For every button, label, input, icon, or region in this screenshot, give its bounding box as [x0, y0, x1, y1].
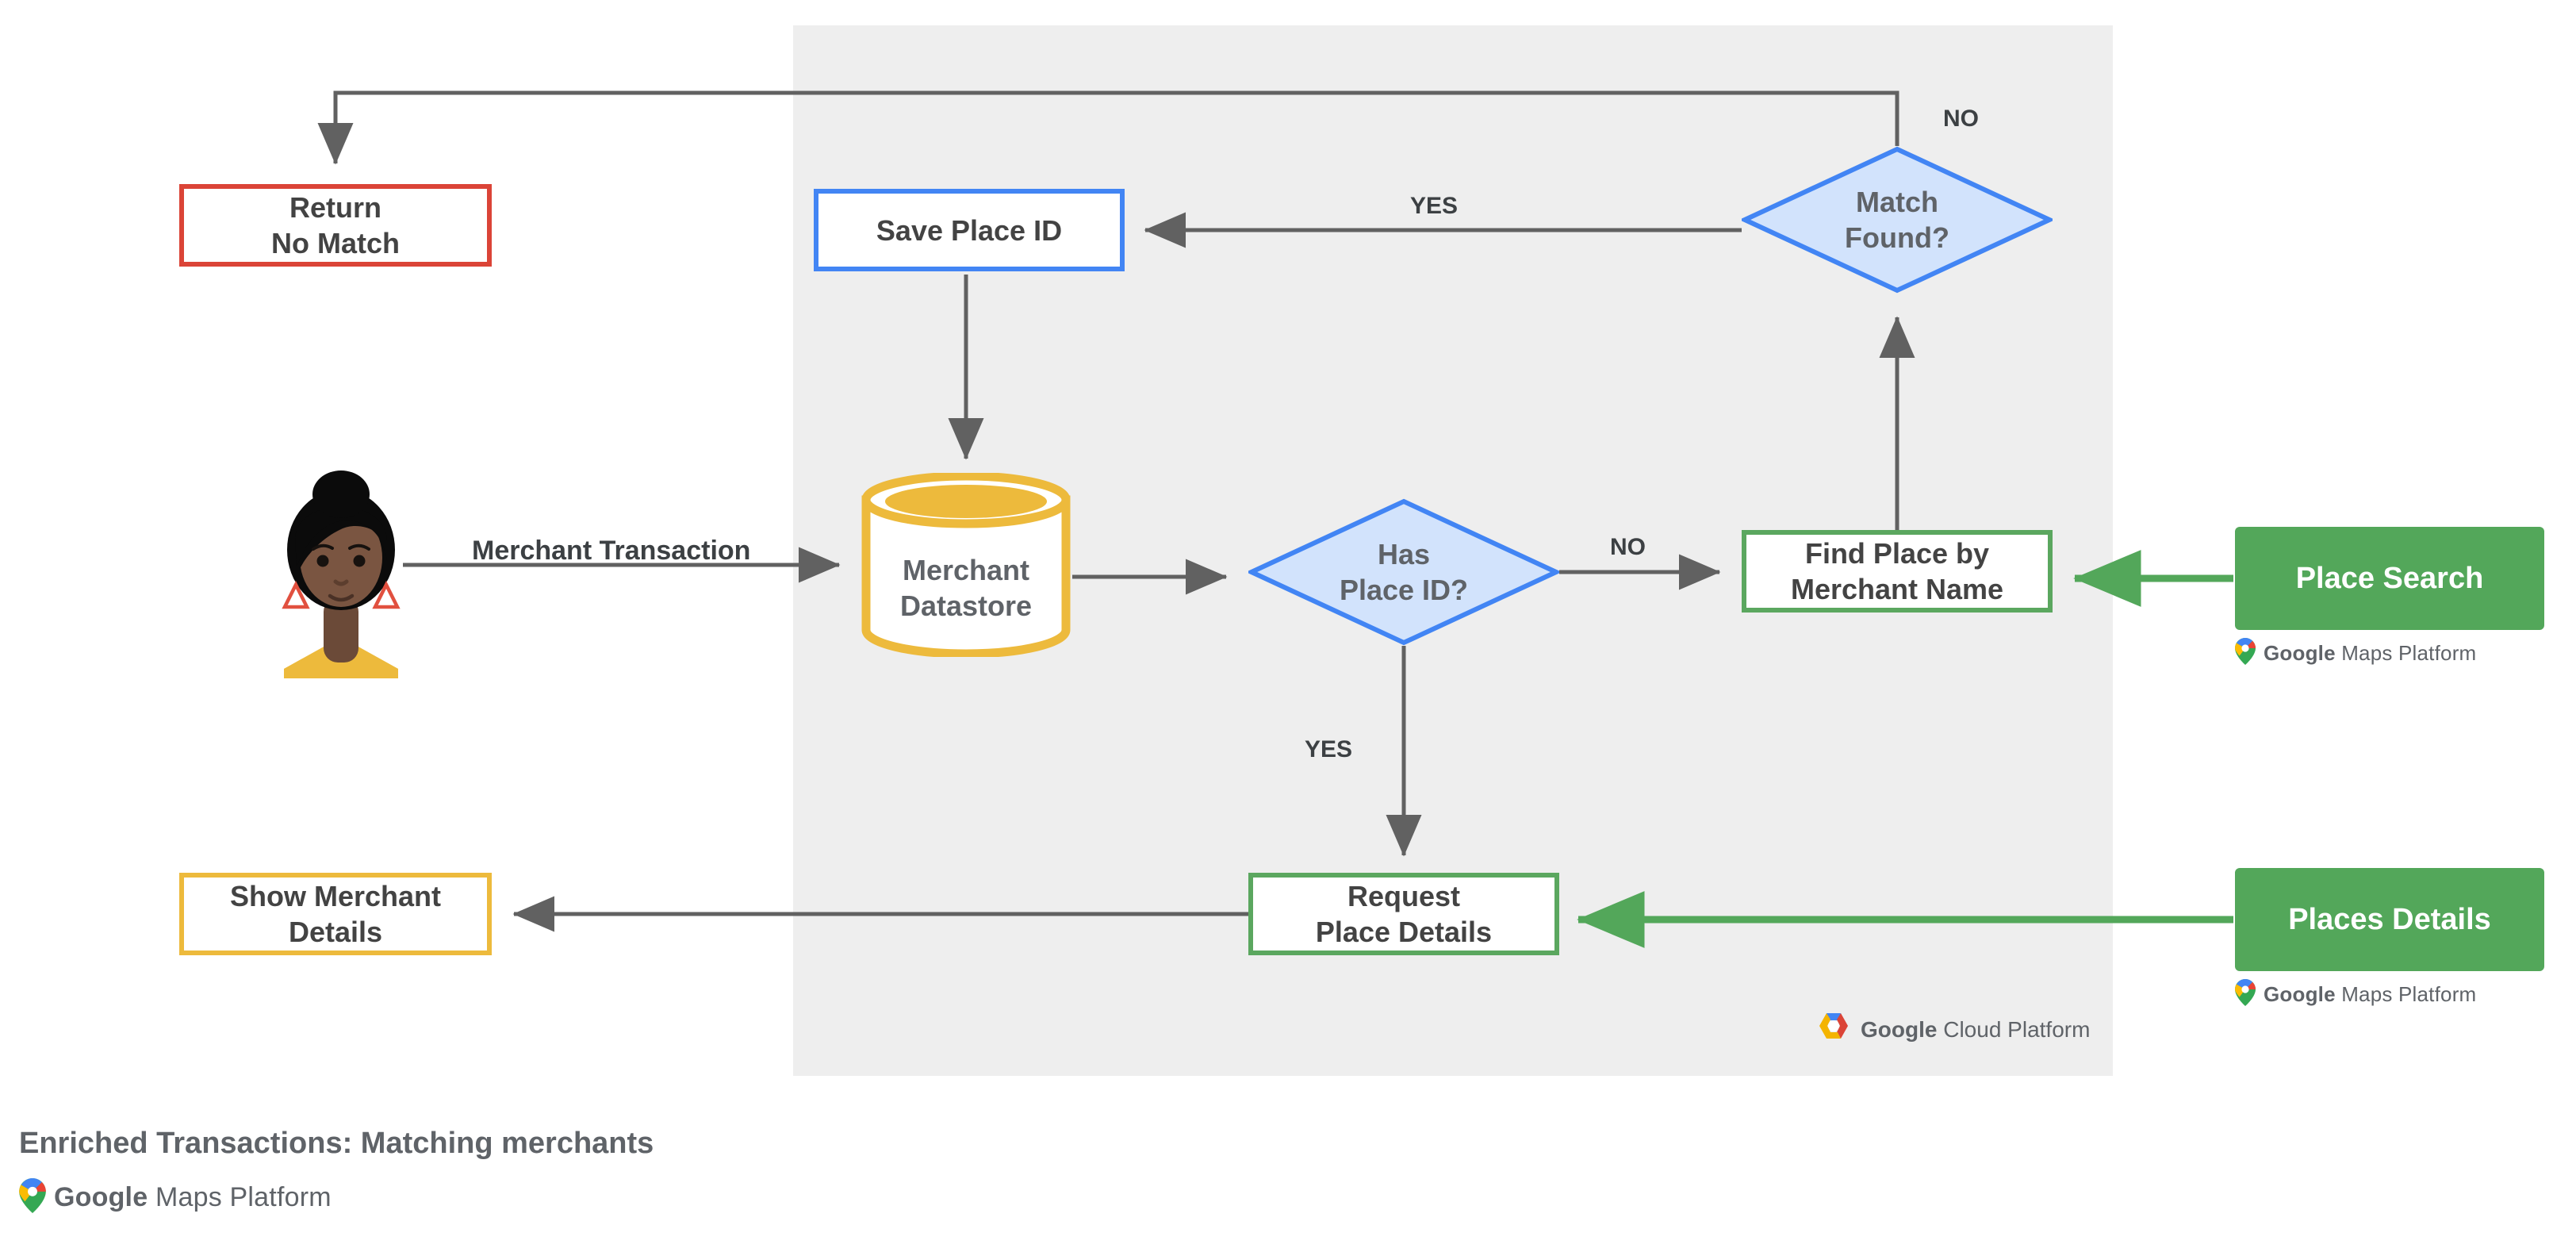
lockup-brand: Google	[2264, 641, 2336, 665]
person-avatar-icon	[262, 456, 420, 678]
google-cloud-platform-lockup: Google Cloud Platform	[1816, 1012, 2090, 1047]
node-has-place-id-label: Has Place ID?	[1339, 538, 1469, 606]
card-places-details[interactable]: Places Details Google Maps Platform	[2235, 868, 2544, 1010]
edge-label-yes-has-place-id: YES	[1305, 736, 1353, 762]
lockup-product: Maps Platform	[2341, 641, 2477, 665]
node-merchant-datastore-label: Merchant Datastore	[899, 554, 1033, 622]
node-has-place-id[interactable]: Has Place ID?	[1248, 498, 1559, 646]
lockup-product: Maps Platform	[155, 1182, 332, 1212]
lockup-brand: Google	[54, 1182, 148, 1212]
node-find-place-by-merchant-name[interactable]: Find Place by Merchant Name	[1742, 530, 2053, 613]
edge-label-merchant-transaction: Merchant Transaction	[472, 536, 751, 566]
node-show-merchant-details[interactable]: Show Merchant Details	[179, 873, 492, 955]
google-maps-platform-lockup: Google Maps Platform	[2235, 638, 2544, 669]
google-maps-platform-text: Google Maps Platform	[2264, 982, 2476, 1007]
google-cloud-hexagon-icon	[1816, 1012, 1851, 1047]
gcp-product: Cloud Platform	[1943, 1016, 2091, 1042]
card-place-search-title: Place Search	[2235, 527, 2544, 630]
lockup-product: Maps Platform	[2341, 982, 2477, 1006]
node-request-place-details[interactable]: Request Place Details	[1248, 873, 1559, 955]
edge-label-no-match-found: NO	[1943, 106, 1979, 132]
edge-label-yes-match-found: YES	[1410, 193, 1459, 219]
lockup-brand: Google	[2264, 982, 2336, 1006]
gcp-brand: Google	[1861, 1016, 1938, 1042]
node-save-place-id[interactable]: Save Place ID	[814, 189, 1125, 271]
node-match-found[interactable]: Match Found?	[1742, 146, 2053, 294]
google-maps-pin-icon	[2235, 638, 2256, 669]
google-maps-pin-icon	[2235, 979, 2256, 1010]
google-maps-platform-lockup: Google Maps Platform	[19, 1178, 971, 1217]
edge-label-no-has-place-id: NO	[1610, 534, 1646, 560]
card-place-search[interactable]: Place Search Google Maps Platform	[2235, 527, 2544, 669]
node-merchant-datastore[interactable]: Merchant Datastore	[861, 473, 1071, 657]
google-cloud-platform-text: Google Cloud Platform	[1861, 1017, 2090, 1043]
google-maps-platform-text: Google Maps Platform	[54, 1182, 332, 1213]
google-maps-platform-text: Google Maps Platform	[2264, 641, 2476, 666]
node-match-found-label: Match Found?	[1845, 186, 1949, 254]
caption: Enriched Transactions: Matching merchant…	[19, 1127, 971, 1217]
google-maps-platform-lockup: Google Maps Platform	[2235, 979, 2544, 1010]
card-places-details-title: Places Details	[2235, 868, 2544, 971]
google-maps-pin-icon	[19, 1178, 46, 1217]
node-return-no-match[interactable]: Return No Match	[179, 184, 492, 267]
caption-title: Enriched Transactions: Matching merchant…	[19, 1127, 654, 1160]
